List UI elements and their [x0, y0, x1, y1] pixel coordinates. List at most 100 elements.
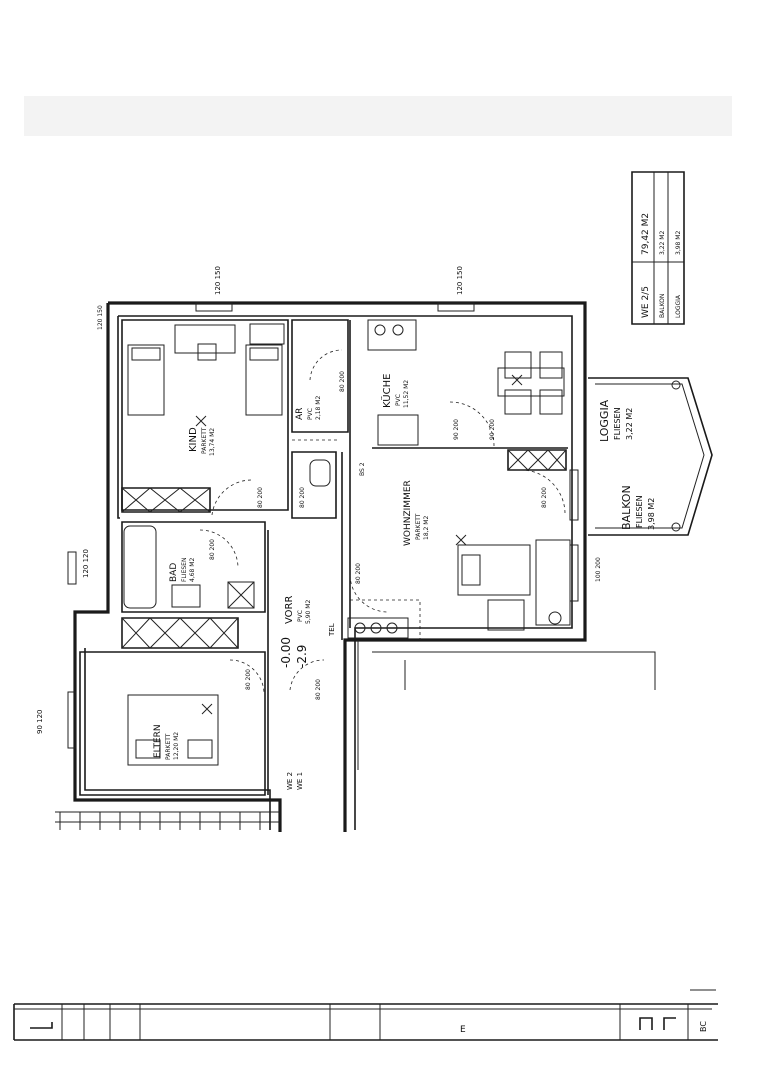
- chair: [539, 389, 563, 415]
- door-swing: [349, 574, 389, 613]
- wardrobe-hatch: [121, 617, 239, 649]
- balcony-post: [671, 380, 681, 390]
- room-area-kueche: 11,52 M2: [403, 380, 410, 408]
- room-floor-eltern: PARKETT: [165, 733, 172, 760]
- ar-walls: [291, 319, 349, 433]
- room-name-bad: BAD: [169, 563, 179, 582]
- nightstand: [135, 739, 161, 759]
- dim-label: 80 200: [541, 487, 548, 508]
- door-swing: [449, 401, 495, 447]
- dim-label: 100 200: [595, 557, 602, 582]
- dim-label: 80 200: [315, 679, 322, 700]
- bs-label: BS 2: [359, 462, 366, 476]
- chair: [504, 389, 532, 415]
- bad-walls: [121, 521, 266, 613]
- legend-row-value: 3,22 M2: [659, 231, 666, 255]
- door-swing: [519, 469, 566, 516]
- room-floor-balkon: FLIESEN: [635, 495, 644, 528]
- plant: [548, 611, 562, 625]
- title-mark: [639, 1017, 676, 1030]
- unit-label: WE 2: [286, 772, 294, 790]
- bathtub: [123, 525, 157, 609]
- door-swing: [289, 659, 325, 691]
- light-x: [195, 415, 207, 427]
- dim-label: 80 200: [339, 371, 346, 392]
- burner: [354, 622, 366, 634]
- counter: [367, 319, 417, 351]
- dining-table: [497, 367, 565, 397]
- scan-band: [24, 96, 732, 136]
- room-area-loggia: 3,22 M2: [625, 408, 634, 440]
- room-name-kind: KIND: [188, 427, 199, 452]
- room-name-kueche: KÜCHE: [380, 374, 393, 408]
- dim-label: 120 150: [97, 305, 104, 330]
- legend-row-value: 3,98 M2: [675, 231, 682, 255]
- shower-x: [227, 581, 255, 609]
- dim-label: 120 120: [82, 549, 90, 578]
- room-area-vorr: 5,90 M2: [305, 600, 312, 624]
- legend-unit: WE 2/5: [641, 286, 651, 318]
- hob: [392, 324, 404, 336]
- window: [67, 551, 77, 585]
- room-name-eltern: ELTERN: [153, 724, 163, 758]
- window: [67, 691, 77, 749]
- corridor-dash: [350, 599, 421, 640]
- room-floor-loggia: FLIESEN: [613, 407, 622, 440]
- window: [195, 302, 233, 312]
- title-block-cells: [61, 1004, 689, 1040]
- room-floor-wohn: PARKETT: [415, 513, 422, 540]
- title-field: BC: [699, 1021, 708, 1032]
- dim-label: 80 200: [299, 487, 306, 508]
- bed: [245, 344, 283, 416]
- legend-total: 79,42 M2: [641, 213, 651, 255]
- shower: [227, 581, 255, 609]
- pillow: [249, 347, 279, 361]
- room-area-ar: 2,18 M2: [315, 396, 322, 420]
- room-floor-vorr: PVC: [297, 610, 304, 622]
- dim-label: 80 200: [209, 539, 216, 560]
- corridor-walls: [267, 452, 343, 795]
- burner: [386, 622, 398, 634]
- title-field: E: [460, 1025, 466, 1035]
- room-name-ar: AR: [295, 408, 305, 420]
- tel-label: TEL: [328, 623, 336, 637]
- chair: [504, 351, 532, 379]
- dim-label: 80 200: [245, 669, 252, 690]
- armchair: [461, 554, 481, 586]
- room-floor-kueche: PVC: [395, 394, 402, 406]
- dim-label: 80 200: [257, 487, 264, 508]
- shelf: [249, 323, 285, 345]
- window: [569, 544, 579, 602]
- legend-row-name: LOGGIA: [675, 294, 682, 318]
- dim-label: 90 120: [36, 710, 44, 735]
- burner: [370, 622, 382, 634]
- light-x: [511, 374, 523, 386]
- legend-row-name: BALKON: [659, 294, 666, 318]
- bottom-stub-ticks: [59, 812, 261, 830]
- outer-wall-left: [73, 303, 282, 832]
- nightstand: [187, 739, 213, 759]
- inner-wall-right: [118, 315, 573, 830]
- dim-label: 90 200: [453, 419, 460, 440]
- coffee-table: [487, 599, 525, 631]
- kind-wardrobe-hatch: [121, 487, 211, 513]
- eltern-walls: [79, 651, 266, 796]
- room-floor-ar: PVC: [307, 408, 314, 420]
- legend-box: [631, 171, 685, 325]
- door-swing: [211, 479, 253, 516]
- outer-wall-right: [108, 301, 587, 832]
- inner-wall-left-lower: [84, 648, 271, 830]
- bed: [127, 344, 165, 416]
- bottom-stub: [55, 811, 280, 823]
- wardrobe-strip: [121, 617, 239, 649]
- room-name-wohn: WOHNZIMMER: [403, 480, 413, 546]
- room-name-loggia: LOGGIA: [598, 399, 611, 442]
- inner-wall-left-upper: [117, 316, 120, 519]
- kind-walls: [121, 319, 289, 511]
- room-name-balkon: BALKON: [620, 485, 633, 530]
- balcony-inner: [595, 383, 705, 529]
- balcony-post: [671, 522, 681, 532]
- hob: [374, 324, 386, 336]
- pillow: [131, 347, 161, 361]
- door-swing: [199, 529, 239, 569]
